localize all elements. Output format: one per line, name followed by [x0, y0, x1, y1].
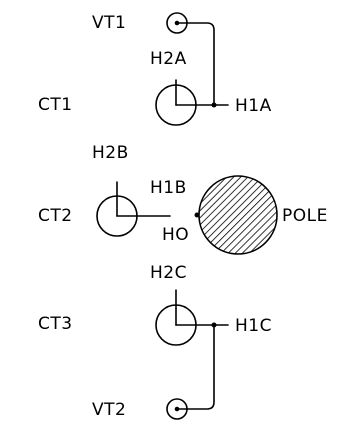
label-ct2: CT2 — [38, 206, 73, 226]
label-h1a: H1A — [235, 96, 272, 116]
label-ct3: CT3 — [38, 314, 73, 334]
vt2-symbol — [166, 398, 188, 420]
label-vt1: VT1 — [92, 13, 126, 33]
label-pole: POLE — [282, 206, 328, 226]
wire-vt2-h1c — [176, 324, 215, 410]
wire-vt1-h1a — [176, 22, 215, 106]
label-h1c: H1C — [235, 316, 272, 336]
ct1-symbol — [155, 79, 229, 126]
ct3-symbol — [155, 289, 229, 346]
pole-symbol — [198, 175, 278, 255]
label-vt2: VT2 — [92, 400, 126, 420]
label-h2a: H2A — [150, 49, 187, 69]
label-h1b: H1B — [150, 178, 187, 198]
label-h2b: H2B — [92, 143, 129, 163]
label-ct1: CT1 — [38, 95, 73, 115]
ct2-symbol — [96, 181, 171, 237]
label-ho: HO — [162, 225, 189, 245]
label-h2c: H2C — [150, 263, 187, 283]
